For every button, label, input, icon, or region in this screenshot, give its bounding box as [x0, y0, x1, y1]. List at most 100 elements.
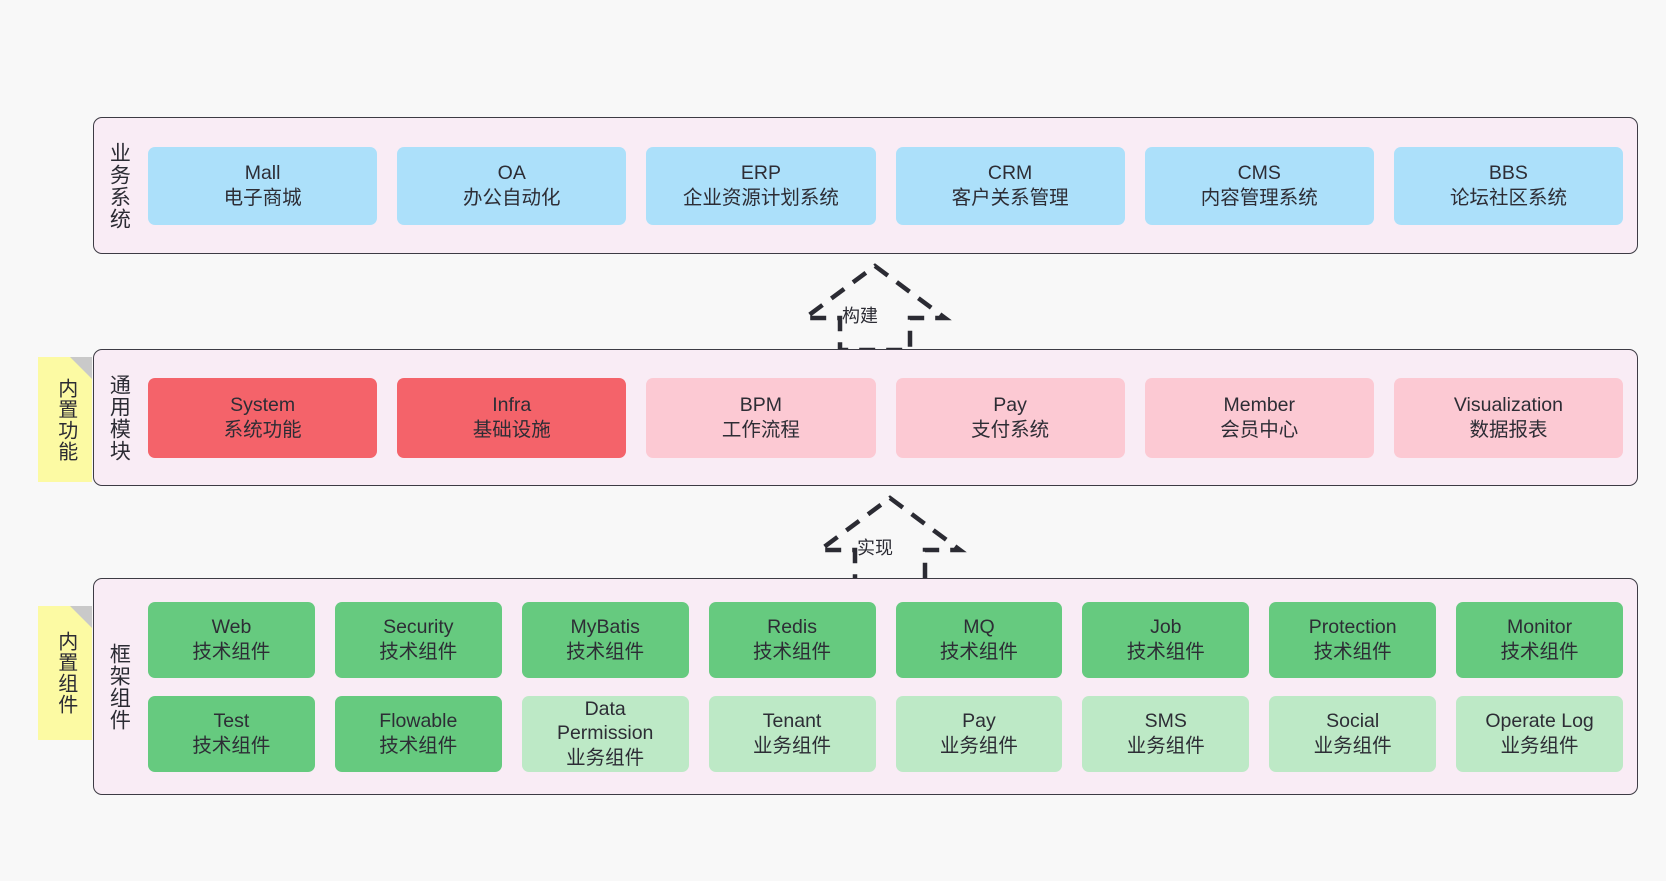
- module-card-title: BBS: [1488, 161, 1528, 184]
- module-card-title: Infra: [492, 393, 532, 416]
- component-card-subtitle: 技术组件: [1313, 640, 1392, 663]
- connector-implement: 实现: [813, 494, 967, 586]
- module-card-subtitle: 企业资源计划系统: [682, 186, 839, 209]
- connector-build-label: 构建: [842, 306, 878, 326]
- component-card-sms[interactable]: SMS 业务组件: [1082, 695, 1250, 772]
- module-card-pay[interactable]: Pay 支付系统: [895, 377, 1125, 458]
- layer-framework-component-row-technical: Web 技术组件 Security 技术组件 MyBatis 技术组件 Redi…: [148, 601, 1623, 678]
- component-card-title: Tenant: [762, 709, 822, 732]
- component-card-pay[interactable]: Pay 业务组件: [895, 695, 1063, 772]
- layer-framework-component-title: 框架组件: [107, 642, 131, 731]
- module-card-title: CMS: [1237, 161, 1281, 184]
- module-card-title: BPM: [739, 393, 783, 416]
- connector-build: 构建: [798, 262, 952, 354]
- module-card-infra[interactable]: Infra 基础设施: [397, 377, 627, 458]
- component-card-subtitle: 业务组件: [1313, 734, 1392, 757]
- module-card-oa[interactable]: OA 办公自动化: [397, 146, 627, 225]
- layer-common-module: 通用模块 System 系统功能 Infra 基础设施 BPM 工作流程 Pay…: [93, 349, 1638, 486]
- module-card-title: Mall: [244, 161, 281, 184]
- note-built-in-function-label: 内置功能: [54, 377, 77, 462]
- layer-framework-component-body: Web 技术组件 Security 技术组件 MyBatis 技术组件 Redi…: [142, 579, 1637, 794]
- component-card-security[interactable]: Security 技术组件: [334, 601, 502, 678]
- module-card-subtitle: 系统功能: [223, 418, 302, 441]
- component-card-job[interactable]: Job 技术组件: [1082, 601, 1250, 678]
- component-card-subtitle: 技术组件: [1126, 640, 1205, 663]
- module-card-subtitle: 电子商城: [223, 186, 302, 209]
- component-card-title: MyBatis: [570, 615, 640, 638]
- component-card-subtitle: 业务组件: [566, 746, 645, 769]
- component-card-subtitle: 业务组件: [939, 734, 1018, 757]
- layer-business-system: 业务系统 Mall 电子商城 OA 办公自动化 ERP 企业资源计划系统 CRM…: [93, 117, 1638, 254]
- component-card-subtitle: 业务组件: [1500, 734, 1579, 757]
- component-card-subtitle: 技术组件: [192, 640, 271, 663]
- layer-framework-component-row-business: Test 技术组件 Flowable 技术组件 Data Permission …: [148, 695, 1623, 772]
- module-card-visualization[interactable]: Visualization 数据报表: [1393, 377, 1624, 458]
- component-card-title: Protection: [1308, 615, 1397, 638]
- component-card-title: Flowable: [379, 709, 458, 732]
- component-card-title: Redis: [767, 615, 817, 638]
- layer-common-module-row: System 系统功能 Infra 基础设施 BPM 工作流程 Pay 支付系统…: [148, 377, 1624, 458]
- component-card-title: MQ: [963, 615, 995, 638]
- module-card-title: OA: [497, 161, 526, 184]
- module-card-subtitle: 论坛社区系统: [1449, 186, 1567, 209]
- module-card-cms[interactable]: CMS 内容管理系统: [1144, 146, 1374, 225]
- module-card-subtitle: 工作流程: [721, 418, 800, 441]
- module-card-mall[interactable]: Mall 电子商城: [148, 146, 378, 225]
- layer-business-system-title: 业务系统: [107, 141, 131, 230]
- module-card-title: ERP: [740, 161, 781, 184]
- component-card-subtitle: 业务组件: [1126, 734, 1205, 757]
- component-card-subtitle: 技术组件: [192, 734, 271, 757]
- component-card-flowable[interactable]: Flowable 技术组件: [334, 695, 502, 772]
- component-card-mybatis[interactable]: MyBatis 技术组件: [521, 601, 689, 678]
- component-card-subtitle: 技术组件: [1500, 640, 1579, 663]
- component-card-subtitle: 业务组件: [753, 734, 832, 757]
- layer-common-module-title: 通用模块: [107, 373, 131, 462]
- component-card-title: Pay: [962, 709, 996, 732]
- connector-implement-label: 实现: [857, 538, 893, 558]
- component-card-operate-log[interactable]: Operate Log 业务组件: [1456, 695, 1623, 772]
- module-card-erp[interactable]: ERP 企业资源计划系统: [646, 146, 876, 225]
- component-card-title: Operate Log: [1485, 709, 1594, 732]
- module-card-bbs[interactable]: BBS 论坛社区系统: [1393, 146, 1624, 225]
- component-card-title: Job: [1150, 615, 1182, 638]
- component-card-test[interactable]: Test 技术组件: [148, 695, 315, 772]
- module-card-crm[interactable]: CRM 客户关系管理: [895, 146, 1125, 225]
- component-card-social[interactable]: Social 业务组件: [1269, 695, 1437, 772]
- component-card-mq[interactable]: MQ 技术组件: [895, 601, 1063, 678]
- component-card-title: SMS: [1144, 709, 1187, 732]
- component-card-title: Test: [213, 709, 250, 732]
- component-card-subtitle: 技术组件: [379, 640, 458, 663]
- module-card-title: CRM: [987, 161, 1033, 184]
- component-card-redis[interactable]: Redis 技术组件: [708, 601, 876, 678]
- layer-framework-component: 框架组件 Web 技术组件 Security 技术组件 MyBatis 技术组件…: [93, 578, 1638, 795]
- component-card-subtitle: 技术组件: [379, 734, 458, 757]
- module-card-title: Member: [1223, 393, 1296, 416]
- layer-common-module-body: System 系统功能 Infra 基础设施 BPM 工作流程 Pay 支付系统…: [142, 350, 1637, 485]
- module-card-bpm[interactable]: BPM 工作流程: [646, 377, 876, 458]
- component-card-data-permission[interactable]: Data Permission 业务组件: [521, 695, 689, 772]
- note-built-in-function: 内置功能: [38, 357, 92, 482]
- module-card-subtitle: 支付系统: [971, 418, 1050, 441]
- module-card-subtitle: 内容管理系统: [1200, 186, 1318, 209]
- component-card-subtitle: 技术组件: [939, 640, 1018, 663]
- note-built-in-component: 内置组件: [38, 606, 92, 740]
- component-card-subtitle: 技术组件: [566, 640, 645, 663]
- component-card-title: Data: [584, 697, 626, 720]
- component-card-web[interactable]: Web 技术组件: [148, 601, 315, 678]
- module-card-subtitle: 会员中心: [1220, 418, 1299, 441]
- component-card-title: Web: [211, 615, 252, 638]
- module-card-member[interactable]: Member 会员中心: [1144, 377, 1374, 458]
- component-card-title: Security: [383, 615, 454, 638]
- module-card-title: Visualization: [1453, 393, 1564, 416]
- module-card-subtitle: 基础设施: [472, 418, 551, 441]
- component-card-title-cont: Permission: [556, 722, 654, 745]
- component-card-protection[interactable]: Protection 技术组件: [1269, 601, 1437, 678]
- component-card-tenant[interactable]: Tenant 业务组件: [708, 695, 876, 772]
- module-card-system[interactable]: System 系统功能: [148, 377, 378, 458]
- component-card-title: Monitor: [1507, 615, 1573, 638]
- layer-business-system-body: Mall 电子商城 OA 办公自动化 ERP 企业资源计划系统 CRM 客户关系…: [142, 118, 1637, 253]
- component-card-monitor[interactable]: Monitor 技术组件: [1456, 601, 1623, 678]
- module-card-title: System: [230, 393, 296, 416]
- note-built-in-component-label: 内置组件: [54, 631, 77, 715]
